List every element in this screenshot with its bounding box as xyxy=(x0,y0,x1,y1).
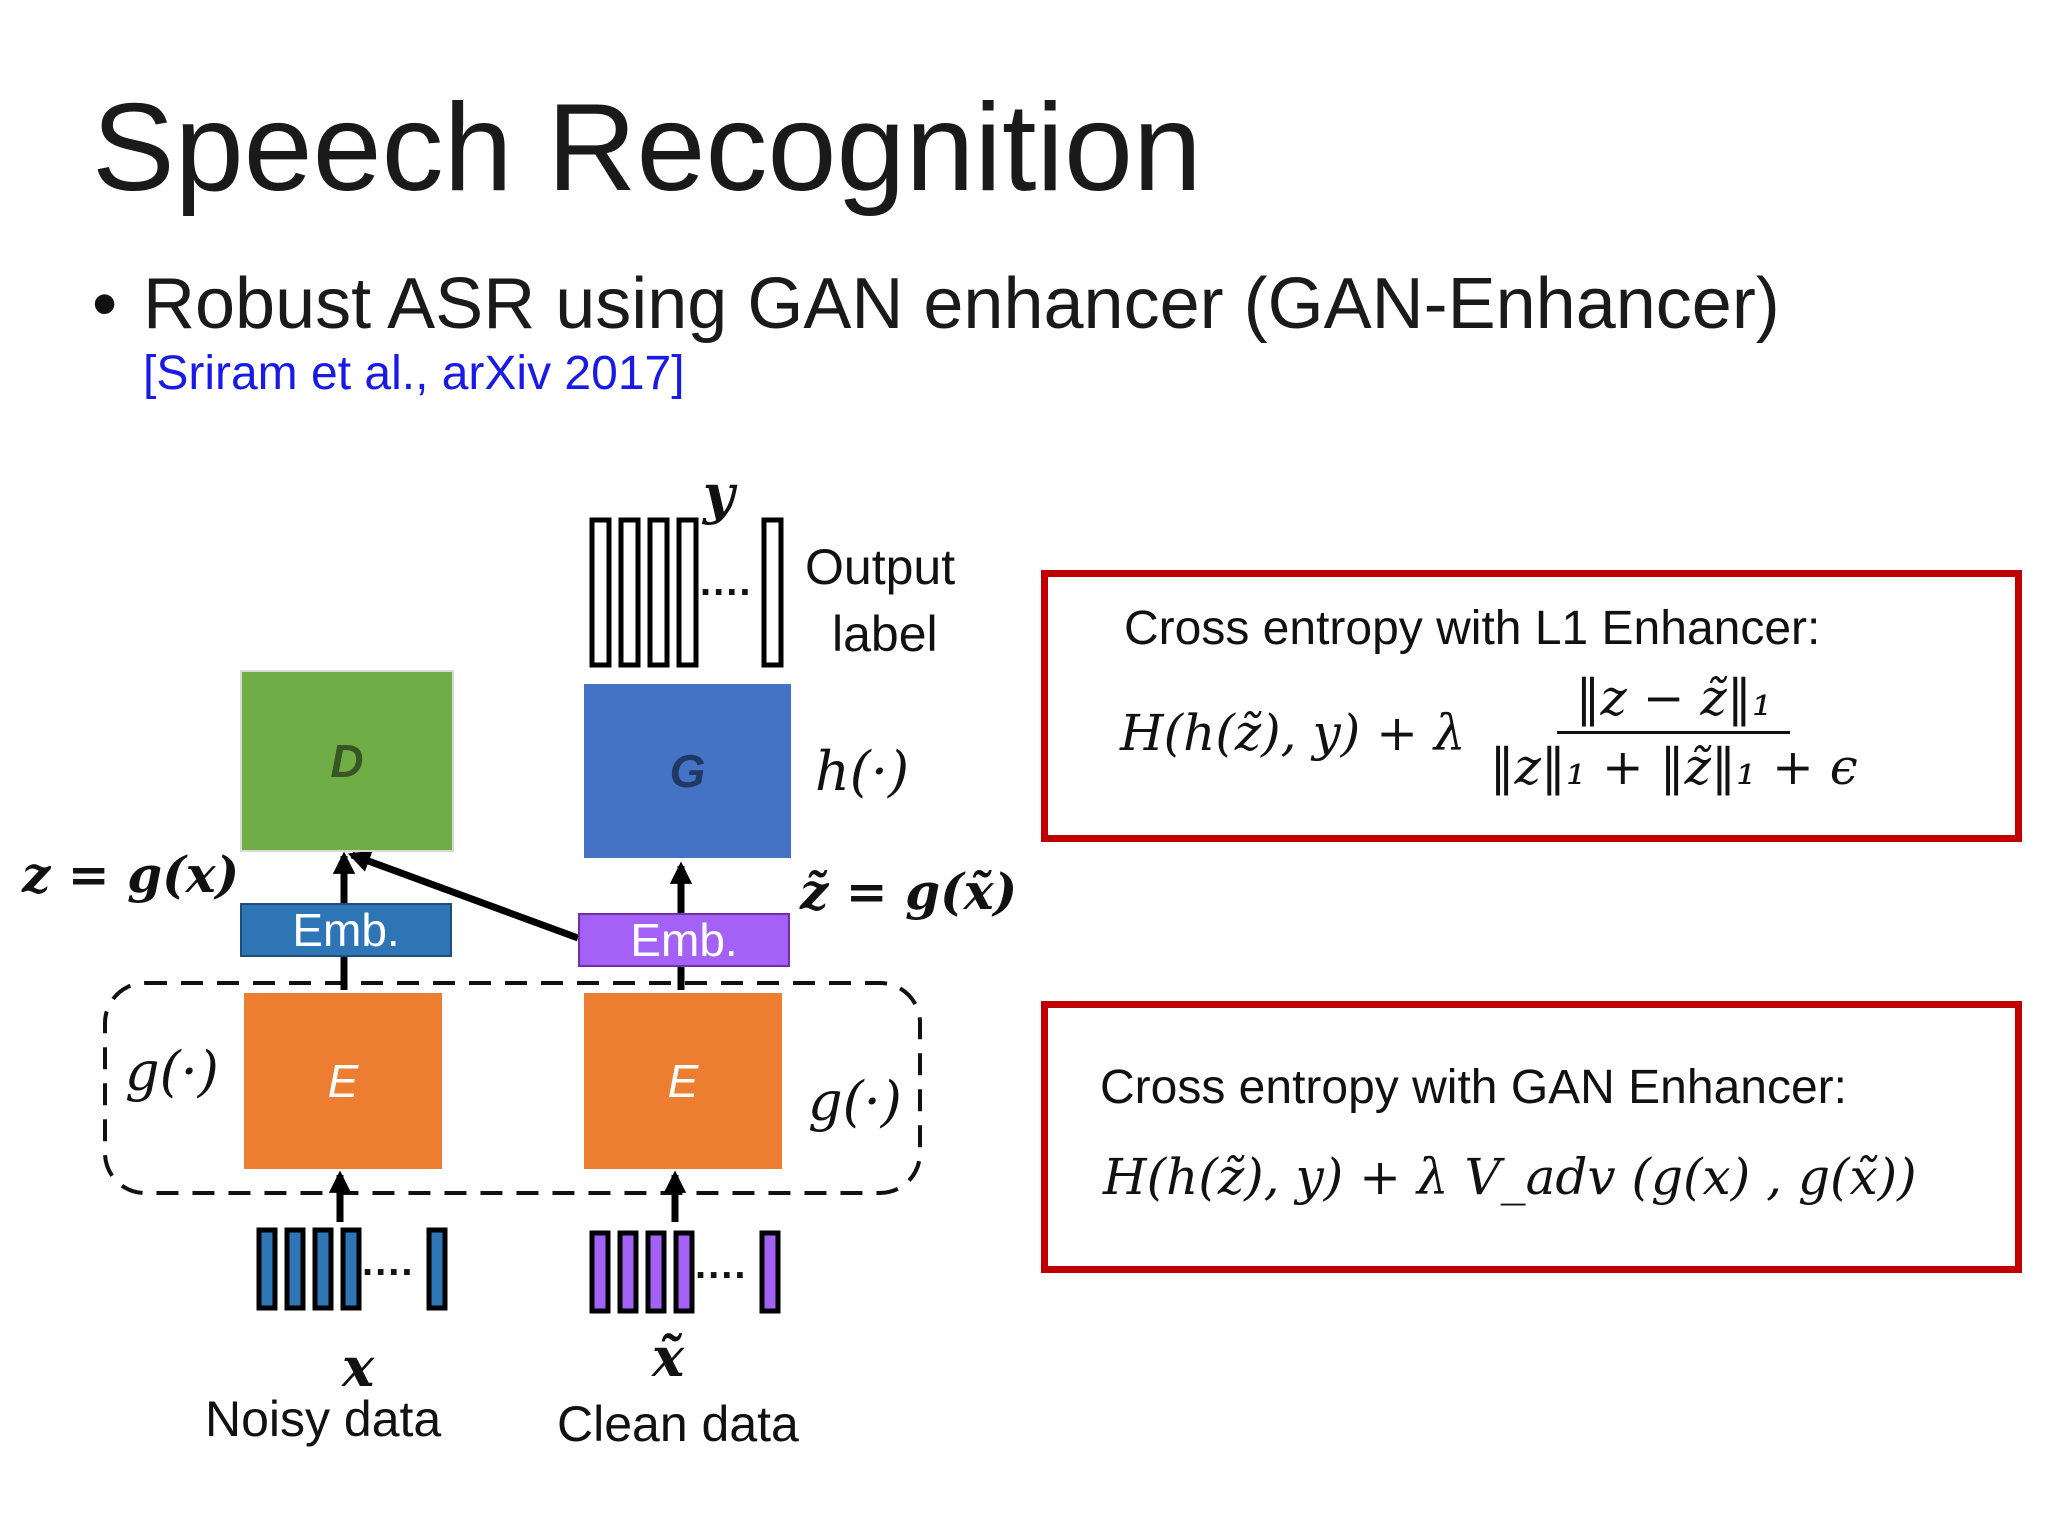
clean-dots: .... xyxy=(695,1243,748,1287)
clean-data-bars xyxy=(589,1230,781,1314)
l1-lhs: H(h(z̃), y) + λ xyxy=(1120,703,1466,762)
output-label-bars xyxy=(589,517,784,668)
encoder-block-left: E xyxy=(244,993,442,1169)
l1-enhancer-box: Cross entropy with L1 Enhancer: H(h(z̃),… xyxy=(1041,570,2022,842)
gan-enhancer-box: Cross entropy with GAN Enhancer: H(h(z̃)… xyxy=(1041,1001,2022,1273)
gan-enhancer-title: Cross entropy with GAN Enhancer: xyxy=(1100,1061,1847,1114)
encoder-block-right: E xyxy=(584,993,782,1169)
embedding-left: Emb. xyxy=(240,903,452,957)
slide-title: Speech Recognition xyxy=(92,79,1202,217)
arrow-emb-right-to-D xyxy=(347,850,580,942)
l1-numerator: ‖z − z̃‖₁ xyxy=(1557,669,1790,734)
output-dots: .... xyxy=(700,560,753,604)
output-variable: y xyxy=(703,462,735,526)
h-function-label: h(·) xyxy=(815,740,910,803)
gan-enhancer-equation: H(h(z̃), y) + λ V_adv (g(x) , g(x̃)) xyxy=(1103,1148,1917,1206)
bullet-marker: • xyxy=(92,264,118,344)
generator-block: G xyxy=(584,684,791,858)
citation: [Sriram et al., arXiv 2017] xyxy=(143,347,685,400)
noisy-data-label: Noisy data xyxy=(205,1391,442,1447)
encoder-dashed-region xyxy=(103,981,922,1195)
l1-fraction: ‖z − z̃‖₁ ‖z‖₁ + ‖z̃‖₁ + ϵ xyxy=(1472,669,1876,796)
embedding-right: Emb. xyxy=(578,913,790,967)
bullet-text: Robust ASR using GAN enhancer (GAN-Enhan… xyxy=(143,264,1780,344)
x-tilde-variable: x̃ xyxy=(652,1325,685,1389)
noisy-data-bars xyxy=(256,1227,448,1311)
l1-enhancer-equation: H(h(z̃), y) + λ ‖z − z̃‖₁ ‖z‖₁ + ‖z̃‖₁ +… xyxy=(1120,669,1876,796)
output-label-line2: label xyxy=(832,606,938,662)
discriminator-block: D xyxy=(240,670,454,852)
g-function-right: g(·) xyxy=(808,1070,902,1133)
z-equation: z = g(x) xyxy=(22,845,240,904)
x-variable: x xyxy=(342,1335,375,1399)
noisy-dots: .... xyxy=(362,1240,415,1284)
g-function-left: g(·) xyxy=(125,1040,219,1103)
z-tilde-equation: z̃ = g(x̃) xyxy=(800,862,1018,921)
l1-denominator: ‖z‖₁ + ‖z̃‖₁ + ϵ xyxy=(1489,738,1858,796)
l1-enhancer-title: Cross entropy with L1 Enhancer: xyxy=(1124,602,1821,655)
clean-data-label: Clean data xyxy=(557,1396,799,1452)
output-label-line1: Output xyxy=(805,539,956,595)
